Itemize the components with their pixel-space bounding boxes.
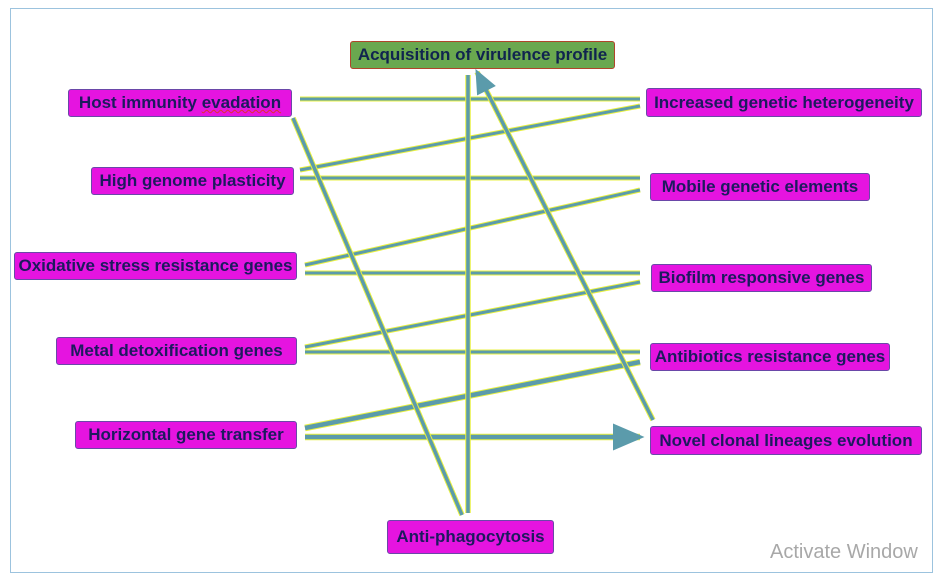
node-novel-clonal-lineages-evolution: Novel clonal lineages evolution (650, 426, 922, 455)
activate-windows-watermark: Activate Window (770, 541, 918, 563)
connector-line (475, 68, 655, 421)
spellcheck-flagged-word: evadation (201, 93, 282, 112)
node-host-immunity-evasion: Host immunity evadation (68, 89, 292, 117)
node-mobile-genetic-elements: Mobile genetic elements (650, 173, 870, 201)
diagram-frame (10, 8, 933, 573)
node-label: Host immunity (78, 93, 197, 112)
node-increased-genetic-heterogeneity: Increased genetic heterogeneity (646, 88, 922, 117)
node-antibiotics-resistance-genes: Antibiotics resistance genes (650, 343, 890, 371)
node-anti-phagocytosis: Anti-phagocytosis (387, 520, 554, 554)
connector-line (291, 117, 464, 516)
node-oxidative-stress-resistance-genes: Oxidative stress resistance genes (14, 252, 297, 280)
connector-line (304, 188, 641, 267)
connector-line (304, 359, 641, 431)
node-horizontal-gene-transfer: Horizontal gene transfer (75, 421, 297, 449)
node-biofilm-responsive-genes: Biofilm responsive genes (651, 264, 872, 292)
node-metal-detoxification-genes: Metal detoxification genes (56, 337, 297, 365)
connector-line (304, 280, 641, 349)
node-acquisition-of-virulence-profile: Acquisition of virulence profile (350, 41, 615, 69)
node-high-genome-plasticity: High genome plasticity (91, 167, 294, 195)
